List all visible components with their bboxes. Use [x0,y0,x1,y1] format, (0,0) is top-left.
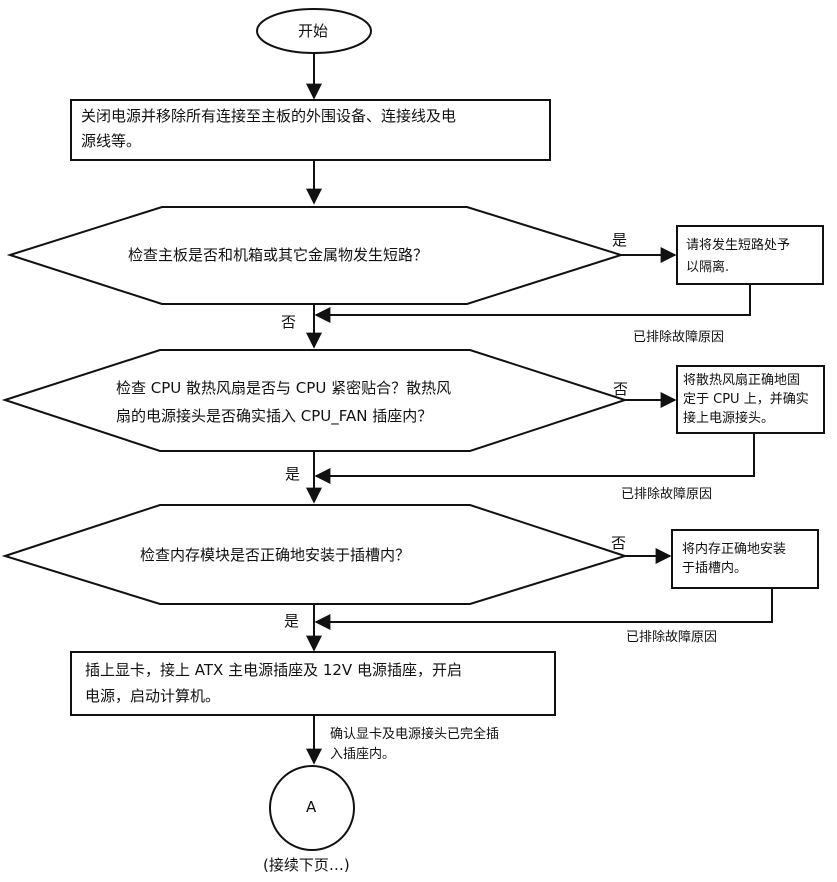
decision2-hexagon [1,349,629,452]
connector-A-label: A [306,798,317,816]
decision1-yes-label: 是 [612,231,628,249]
step1-text-line1: 关闭电源并移除所有连接至主板的外围设备、连接线及电 [81,107,457,125]
decision2-action-line3: 接上电源接头。 [683,411,775,426]
decision2-question-line2: 扇的电源接头是否确实插入 CPU_FAN 插座内？ [116,407,433,425]
step1-box [70,99,551,161]
decision1-no-label: 否 [281,313,297,331]
decision2-action-line2: 定于 CPU 上，并确实 [683,392,809,407]
decision3-question: 检查内存模块是否正确地安装于插槽内？ [140,546,411,564]
start-label: 开始 [298,22,329,40]
decision2-resolved-label: 已排除故障原因 [621,487,713,502]
decision1-return-connector [314,284,751,323]
decision2-return-connector [314,433,755,484]
offpage-connector-A [269,765,355,851]
decision1-action-box [676,225,824,285]
step1-text-line2: 源线等。 [81,132,142,150]
step2-box [70,651,556,716]
decision2-action-line1: 将散热风扇正确地固 [683,373,801,388]
decision1-action-line2: 以隔离. [686,260,730,275]
decision2-no-label: 否 [613,380,629,398]
decision2-action-box [676,365,825,434]
decision3-action-line1: 将内存正确地安装 [682,542,787,557]
decision1-resolved-label: 已排除故障原因 [633,330,725,345]
continue-label: (接续下页…) [263,856,350,874]
decision2-question-line1: 检查 CPU 散热风扇是否与 CPU 紧密贴合？散热风 [116,379,452,397]
step2-text-line2: 电源，启动计算机。 [85,687,221,705]
decision3-action-box [671,529,819,589]
decision3-no-label: 否 [611,534,627,552]
step2-note-line1: 确认显卡及电源接头已完全插 [330,727,500,742]
decision3-return-connector [314,588,773,630]
decision3-resolved-label: 已排除故障原因 [626,630,718,645]
decision1-question: 检查主板是否和机箱或其它金属物发生短路？ [128,246,429,264]
step2-note-line2: 入插座内。 [330,747,396,762]
decision3-yes-label: 是 [284,612,300,630]
decision3-action-line2: 于插槽内。 [682,561,748,576]
decision1-action-line1: 请将发生短路处予 [686,238,791,253]
decision2-yes-label: 是 [285,465,301,483]
step2-text-line1: 插上显卡，接上 ATX 主电源插座及 12V 电源插座，开启 [85,661,462,679]
